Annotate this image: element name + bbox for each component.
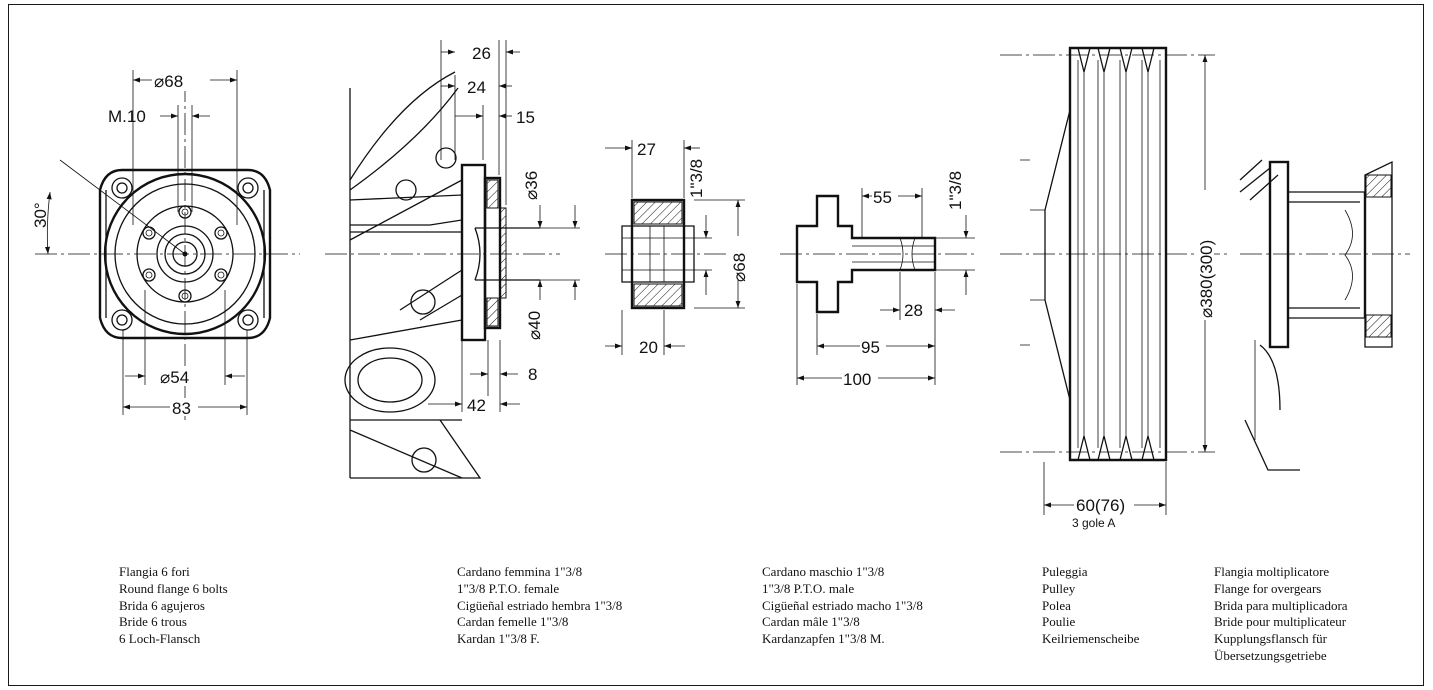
caption-overgear-flange: Flangia moltiplicatore Flange for overge… xyxy=(1214,564,1348,665)
caption-line: Poulie xyxy=(1042,614,1076,630)
hub-d40-label: ⌀40 xyxy=(525,311,544,340)
caption-round-flange: Flangia 6 fori Round flange 6 bolts Brid… xyxy=(119,564,228,648)
caption-line: Kardan 1"3/8 F. xyxy=(457,631,540,647)
flange-d54-label: ⌀54 xyxy=(160,368,189,387)
hub-42-label: 42 xyxy=(467,396,486,415)
caption-line: Puleggia xyxy=(1042,564,1088,579)
pulley-60-label: 60(76) xyxy=(1076,496,1125,515)
overgear-flange-view xyxy=(1239,159,1410,471)
caption-line: 1"3/8 P.T.O. female xyxy=(457,580,560,596)
caption-line: Cardano maschio 1"3/8 xyxy=(762,564,885,579)
female-pto-view xyxy=(605,140,745,355)
flange-angle-label: 30° xyxy=(31,202,50,228)
hub-d36-label: ⌀36 xyxy=(522,171,541,200)
male-pto-view xyxy=(780,188,975,385)
hub-15-label: 15 xyxy=(516,108,535,127)
hub-24-label: 24 xyxy=(467,78,486,97)
caption-line: Bride pour multiplicateur xyxy=(1214,614,1347,630)
caption-line: Brida para multiplicadora xyxy=(1214,597,1348,613)
flange-d68-label: ⌀68 xyxy=(154,72,183,91)
male-55-label: 55 xyxy=(873,188,892,207)
caption-line: 6 Loch-Flansch xyxy=(119,631,201,647)
male-28-label: 28 xyxy=(904,301,923,320)
pulley-view xyxy=(1000,46,1230,515)
caption-line: Cardan mâle 1"3/8 xyxy=(762,614,860,630)
caption-male-pto: Cardano maschio 1"3/8 1"3/8 P.T.O. male … xyxy=(762,564,923,648)
caption-line: 1"3/8 P.T.O. male xyxy=(762,580,855,596)
caption-female-pto: Cardano femmina 1"3/8 1"3/8 P.T.O. femal… xyxy=(457,564,622,648)
drawing-frame xyxy=(8,4,1424,686)
caption-pulley: Puleggia Pulley Polea Poulie Keilriemens… xyxy=(1042,564,1139,648)
male-100-label: 100 xyxy=(843,370,871,389)
male-95-label: 95 xyxy=(861,338,880,357)
caption-line: Cardano femmina 1"3/8 xyxy=(457,564,583,579)
caption-line: Cigüeñal estriado macho 1"3/8 xyxy=(762,597,923,613)
caption-line: Bride 6 trous xyxy=(119,614,187,630)
pulley-grooves-label: 3 gole A xyxy=(1072,516,1115,530)
caption-line: Flangia moltiplicatore xyxy=(1214,564,1330,579)
caption-line: Keilriemenscheibe xyxy=(1042,631,1140,647)
flange-m10-label: M.10 xyxy=(108,107,146,126)
hub-26-label: 26 xyxy=(472,44,491,63)
caption-line: Round flange 6 bolts xyxy=(119,580,228,596)
caption-line: Polea xyxy=(1042,597,1071,613)
caption-line: Brida 6 agujeros xyxy=(119,597,205,613)
pulley-d380-label: ⌀380(300) xyxy=(1197,240,1216,318)
caption-line: Flangia 6 fori xyxy=(119,564,190,579)
male-138-label: 1"3/8 xyxy=(946,171,965,210)
round-flange-view xyxy=(35,70,300,420)
caption-line: Flange for overgears xyxy=(1214,580,1322,596)
caption-line: Pulley xyxy=(1042,580,1076,596)
female-138-label: 1"3/8 xyxy=(687,159,706,198)
female-20-label: 20 xyxy=(639,338,658,357)
hub-8-label: 8 xyxy=(528,365,537,384)
caption-line: Kupplungsflansch für xyxy=(1214,631,1328,647)
caption-line: Cigüeñal estriado hembra 1"3/8 xyxy=(457,597,623,613)
flange-83-label: 83 xyxy=(172,399,191,418)
female-d68-label: ⌀68 xyxy=(730,253,749,282)
caption-line: Kardanzapfen 1"3/8 M. xyxy=(762,631,885,647)
female-27-label: 27 xyxy=(637,140,656,159)
gearbox-hub-view xyxy=(325,40,580,479)
caption-line: Cardan femelle 1"3/8 xyxy=(457,614,569,630)
caption-line: Übersetzungsgetriebe xyxy=(1214,647,1327,663)
